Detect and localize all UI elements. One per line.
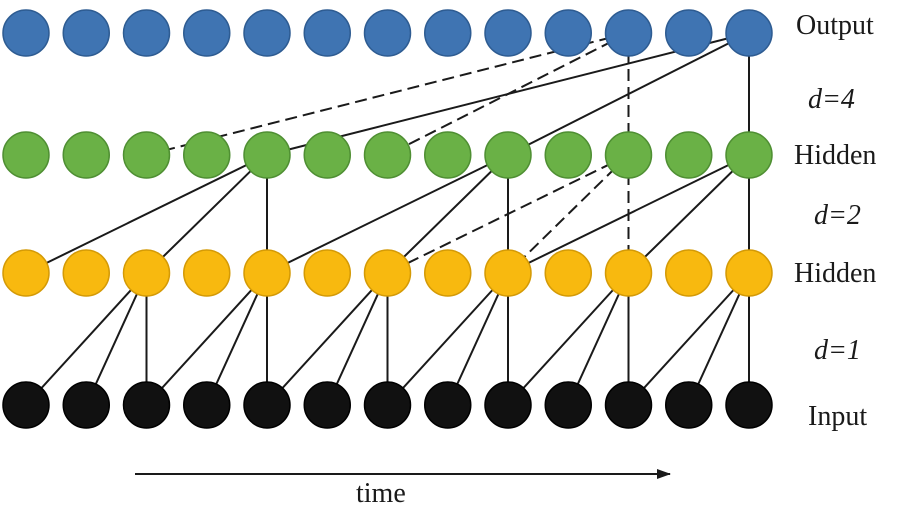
edge-input-to-hidden1: [25, 272, 148, 406]
hidden1-node: [183, 249, 231, 297]
hidden2-node: [183, 131, 231, 179]
input-node: [424, 381, 472, 429]
edge-hidden1-to-hidden2: [25, 154, 268, 274]
input-node: [303, 381, 351, 429]
hidden1-node: [2, 249, 50, 297]
hidden1-node: [484, 249, 532, 297]
connections: [25, 32, 750, 406]
edge-input-to-hidden1: [145, 272, 268, 406]
hidden1-node: [424, 249, 472, 297]
output-node: [243, 9, 291, 57]
hidden1-node: [303, 249, 351, 297]
hidden2-node: [303, 131, 351, 179]
edge-hidden1-to-hidden2-dashed: [507, 154, 630, 274]
input-node: [122, 381, 171, 429]
edge-input-to-hidden1: [507, 272, 630, 406]
edge-input-to-hidden1: [205, 272, 268, 406]
edge-input-to-hidden1: [687, 272, 750, 406]
hidden1-node: [604, 249, 653, 297]
output-node: [363, 9, 412, 57]
hidden2-node: [484, 131, 532, 179]
input-node: [62, 381, 110, 429]
hidden2-node: [62, 131, 110, 179]
hidden2-layer-nodes: [2, 131, 773, 179]
input-node: [2, 381, 50, 429]
edge-input-to-hidden1: [386, 272, 509, 406]
dilation-label-1: d=1: [814, 335, 861, 366]
input-node: [604, 381, 653, 429]
hidden1-node: [665, 249, 713, 297]
dilation-label-4: d=4: [808, 84, 855, 115]
edge-input-to-hidden1: [567, 272, 630, 406]
output-node: [62, 9, 110, 57]
output-node: [544, 9, 592, 57]
input-node: [725, 381, 773, 429]
hidden2-node: [243, 131, 291, 179]
edge-input-to-hidden1: [627, 272, 750, 406]
output-node: [303, 9, 351, 57]
output-node: [725, 9, 773, 57]
edge-hidden1-to-hidden2: [386, 154, 509, 274]
output-node: [183, 9, 231, 57]
hidden2-node: [725, 131, 773, 179]
input-node: [363, 381, 412, 429]
dilation-label-2: d=2: [814, 200, 861, 231]
input-layer-nodes: [2, 381, 773, 429]
hidden1-node: [62, 249, 110, 297]
hidden2-node: [424, 131, 472, 179]
output-node: [122, 9, 171, 57]
hidden2-node: [122, 131, 171, 179]
output-node: [2, 9, 50, 57]
output-layer-nodes: [2, 9, 773, 57]
hidden2-node: [544, 131, 592, 179]
hidden1-node: [122, 249, 171, 297]
hidden1-node: [363, 249, 412, 297]
input-node: [665, 381, 713, 429]
input-node: [484, 381, 532, 429]
output-node: [665, 9, 713, 57]
hidden1-node: [544, 249, 592, 297]
hidden2-node: [363, 131, 412, 179]
input-node: [544, 381, 592, 429]
edge-input-to-hidden1: [326, 272, 389, 406]
edge-hidden1-to-hidden2-dashed: [387, 154, 629, 274]
edge-input-to-hidden1: [446, 272, 509, 406]
edge-input-to-hidden1: [266, 272, 389, 406]
edge-hidden2-to-output-dashed: [146, 32, 629, 156]
edge-hidden1-to-hidden2: [266, 154, 509, 274]
output-node: [604, 9, 653, 57]
neurons: [2, 9, 773, 429]
edge-input-to-hidden1: [85, 272, 148, 406]
input-node: [243, 381, 291, 429]
hidden1-layer-nodes: [2, 249, 773, 297]
hidden-layer-2-label: Hidden: [794, 140, 877, 171]
hidden2-node: [665, 131, 713, 179]
hidden1-node: [725, 249, 773, 297]
hidden-layer-1-label: Hidden: [794, 258, 877, 289]
edge-hidden1-to-hidden2: [145, 154, 268, 274]
hidden1-node: [243, 249, 291, 297]
edge-hidden1-to-hidden2: [627, 154, 750, 274]
output-node: [484, 9, 532, 57]
hidden2-node: [604, 131, 653, 179]
output-node: [424, 9, 472, 57]
edge-hidden2-to-output-dashed: [387, 32, 629, 156]
hidden2-node: [2, 131, 50, 179]
output-layer-label: Output: [796, 10, 874, 41]
time-axis-label: time: [356, 478, 406, 509]
input-layer-label: Input: [808, 401, 868, 432]
input-node: [183, 381, 231, 429]
